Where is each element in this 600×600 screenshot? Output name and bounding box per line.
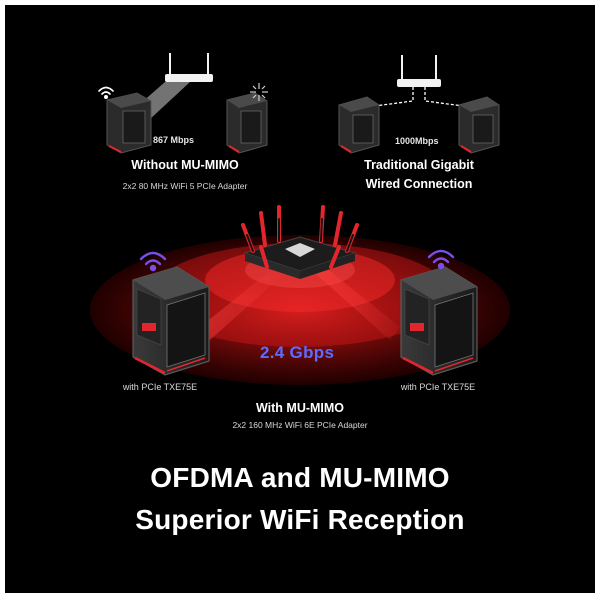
headline-line1: OFDMA and MU-MIMO [150, 462, 450, 493]
product-banner: 867 Mbps Without MU-MIMO 2x2 80 MHz WiFi… [5, 5, 595, 593]
router-icon [397, 55, 441, 87]
mu-mimo-speed: 2.4 Gbps [260, 343, 335, 362]
without-mu-mimo-title: Without MU-MIMO [131, 158, 239, 172]
pc-tower-icon [458, 96, 500, 154]
with-mu-mimo-diagram [90, 205, 510, 385]
wired-speed: 1000Mbps [395, 136, 439, 146]
without-mu-mimo-diagram [98, 53, 268, 154]
pc-tower-icon [106, 92, 152, 154]
wifi-icon [427, 249, 455, 270]
pc-tower-icon [400, 266, 478, 376]
left-pc-caption: with PCIe TXE75E [122, 382, 198, 392]
gaming-router-icon [241, 205, 359, 279]
right-pc-caption: with PCIe TXE75E [400, 382, 476, 392]
pc-tower-icon [226, 92, 268, 154]
pc-tower-icon [132, 266, 210, 376]
weak-signal-icon [250, 83, 268, 101]
wired-title-line1: Traditional Gigabit [364, 158, 474, 172]
headline-line2: Superior WiFi Reception [135, 504, 465, 535]
wifi-icon [98, 86, 114, 100]
mu-mimo-illustration [90, 53, 510, 385]
with-mu-mimo-title: With MU-MIMO [255, 401, 345, 415]
ethernet-cable-icon [366, 87, 472, 108]
wifi-icon [139, 251, 167, 272]
router-icon [165, 53, 213, 82]
wired-title-line2: Wired Connection [365, 177, 473, 191]
with-mu-mimo-subtitle: 2x2 160 MHz WiFi 6E PCIe Adapter [232, 420, 368, 430]
without-mu-mimo-speed: 867 Mbps [153, 135, 195, 145]
without-mu-mimo-subtitle: 2x2 80 MHz WiFi 5 PCIe Adapter [122, 181, 248, 191]
wired-connection-diagram [338, 55, 500, 154]
pc-tower-icon [338, 96, 380, 154]
